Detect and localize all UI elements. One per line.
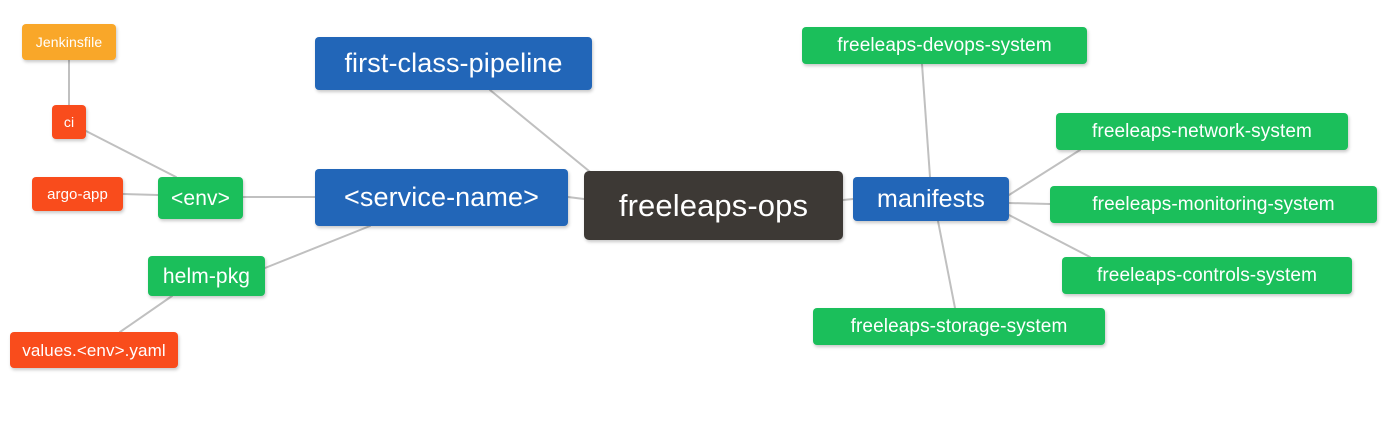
node-jenkinsfile[interactable]: Jenkinsfile bbox=[22, 24, 116, 60]
node-freeleaps-storage-system[interactable]: freeleaps-storage-system bbox=[813, 308, 1105, 345]
node-ci[interactable]: ci bbox=[52, 105, 86, 139]
edge-manifests-to-freeleaps-monitoring-system bbox=[1008, 202, 1051, 205]
node-freeleaps-ops[interactable]: freeleaps-ops bbox=[584, 171, 843, 240]
node-freeleaps-monitoring-system[interactable]: freeleaps-monitoring-system bbox=[1050, 186, 1377, 223]
edge-helm-pkg-to-values-env-yaml bbox=[119, 295, 173, 333]
edge-freeleaps-ops-to-service-name bbox=[567, 196, 585, 200]
edge-env-to-ci bbox=[85, 130, 177, 178]
edge-freeleaps-ops-to-first-class-pipeline bbox=[489, 89, 601, 181]
node-helm-pkg[interactable]: helm-pkg bbox=[148, 256, 265, 296]
edge-env-to-argo-app bbox=[122, 193, 159, 196]
edge-manifests-to-freeleaps-storage-system bbox=[937, 220, 956, 309]
node-argo-app[interactable]: argo-app bbox=[32, 177, 123, 211]
node-manifests[interactable]: manifests bbox=[853, 177, 1009, 221]
edge-freeleaps-ops-to-manifests bbox=[842, 198, 854, 201]
node-first-class-pipeline[interactable]: first-class-pipeline bbox=[315, 37, 592, 90]
edge-manifests-to-freeleaps-devops-system bbox=[921, 63, 931, 178]
node-freeleaps-devops-system[interactable]: freeleaps-devops-system bbox=[802, 27, 1087, 64]
node-service-name[interactable]: <service-name> bbox=[315, 169, 568, 226]
edge-service-name-to-helm-pkg bbox=[264, 225, 371, 269]
node-freeleaps-network-system[interactable]: freeleaps-network-system bbox=[1056, 113, 1348, 150]
node-values-env-yaml[interactable]: values.<env>.yaml bbox=[10, 332, 178, 368]
node-freeleaps-controls-system[interactable]: freeleaps-controls-system bbox=[1062, 257, 1352, 294]
node-env[interactable]: <env> bbox=[158, 177, 243, 219]
